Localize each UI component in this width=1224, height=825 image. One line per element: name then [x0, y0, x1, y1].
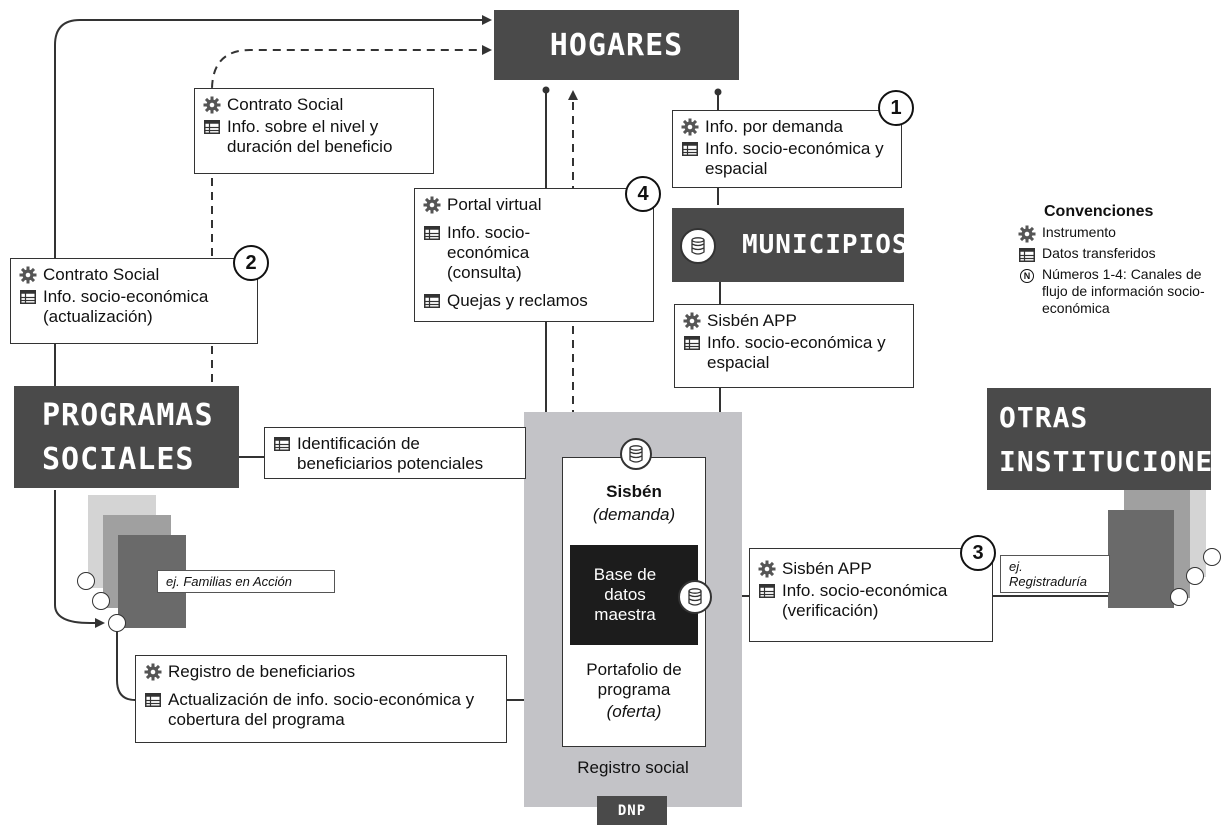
programas-sociales-block: PROGRAMAS SOCIALES [14, 386, 239, 488]
channel-3-box: Sisbén APP Info. socio-económica (verifi… [749, 548, 993, 642]
data-text: Identificación de beneficiarios potencia… [297, 434, 484, 473]
gear-icon [683, 312, 701, 330]
otras-instituciones-block: OTRAS INSTITUCIONES [987, 388, 1224, 490]
database-icon [92, 592, 110, 610]
legend-n-symbol: N [1020, 269, 1034, 283]
hogares-block: HOGARES [494, 10, 739, 80]
gear-icon [203, 96, 221, 114]
database-icon [1170, 588, 1188, 606]
database-icon [678, 580, 712, 614]
data-text: Info. socio-económica (verificación) [782, 581, 948, 620]
database-icon [77, 572, 95, 590]
oferta-label: (oferta) [606, 702, 662, 721]
data-text: Info. socio-económica y espacial [707, 333, 886, 372]
data-text: Info. sobre el nivel y duración del bene… [227, 117, 393, 156]
otras-line1: OTRAS [999, 401, 1089, 434]
conventions-title: Convenciones [1044, 203, 1154, 220]
hogares-label: HOGARES [549, 27, 684, 63]
data-text: Actualización de info. socio-económica y… [168, 690, 475, 729]
database-icon [1203, 548, 1221, 566]
table-icon [683, 334, 701, 352]
instrument-text: Contrato Social [227, 95, 344, 114]
municipios-app-box: Sisbén APP Info. socio-económica y espac… [674, 304, 914, 388]
database-icon [108, 614, 126, 632]
instrument-text: Sisbén APP [707, 311, 797, 330]
channel-2-box: Contrato Social Info. socio-económica (a… [10, 258, 258, 344]
municipios-block: MUNICIPIOS [672, 208, 908, 282]
otras-line2: INSTITUCIONES [999, 445, 1224, 478]
gear-icon [423, 196, 441, 214]
table-icon [423, 292, 441, 310]
legend-instrument: Instrumento [1042, 224, 1116, 240]
sisben-demand: (demanda) [592, 505, 676, 524]
table-icon [273, 435, 291, 453]
contrato-social-top-box: Contrato Social Info. sobre el nivel y d… [194, 88, 434, 174]
programas-line2: SOCIALES [42, 442, 195, 477]
channel-number-1: 1 [878, 90, 914, 126]
registro-social-label: Registro social [577, 758, 689, 777]
legend-data: Datos transferidos [1042, 245, 1156, 261]
instrument-text: Portal virtual [447, 195, 542, 214]
table-icon [681, 140, 699, 158]
instrument-text: Contrato Social [43, 265, 160, 284]
familias-tag: ej. Familias en Acción [157, 570, 335, 593]
number-circle-icon: N [1018, 267, 1036, 285]
base-datos-maestra: Base de datos maestra [570, 545, 698, 645]
channel-1-box: Info. por demanda Info. socio-económica … [672, 110, 902, 188]
database-icon [680, 228, 716, 264]
registraduria-tag: ej. Registraduría [1000, 555, 1110, 593]
channel-number-4: 4 [625, 176, 661, 212]
registro-beneficiarios-box: Registro de beneficiarios Actualización … [135, 655, 507, 743]
gear-icon [681, 118, 699, 136]
table-icon [423, 224, 441, 242]
instrument-text: Registro de beneficiarios [168, 662, 356, 681]
gear-icon [19, 266, 37, 284]
municipios-label: MUNICIPIOS [742, 230, 909, 260]
database-icon [1186, 567, 1204, 585]
programas-line1: PROGRAMAS [42, 398, 214, 433]
base-datos-label: Base de datos maestra [593, 565, 657, 624]
identificacion-box: Identificación de beneficiarios potencia… [264, 427, 526, 479]
gear-icon [758, 560, 776, 578]
database-icon [620, 438, 652, 470]
legend-numbers: Números 1-4: Canales de flujo de informa… [1042, 266, 1205, 316]
data-text: Info. socio-económica (consulta) [447, 223, 531, 282]
gear-icon [144, 663, 162, 681]
data-text: Info. socio-económica (actualización) [43, 287, 209, 326]
gear-icon [1018, 225, 1036, 243]
channel-number-2: 2 [233, 245, 269, 281]
dnp-block: DNP [597, 796, 667, 825]
table-icon [758, 582, 776, 600]
conventions-legend: Convenciones Instrumento Datos transferi… [1018, 203, 1214, 319]
instrument-text: Sisbén APP [782, 559, 872, 578]
instrument-text: Info. por demanda [705, 117, 843, 136]
data-text: Info. socio-económica y espacial [705, 139, 884, 178]
table-icon [1018, 246, 1036, 264]
data-text: Quejas y reclamos [447, 291, 588, 310]
channel-4-box: Portal virtual Info. socio-económica (co… [414, 188, 654, 322]
table-icon [203, 118, 221, 136]
table-icon [19, 288, 37, 306]
portafolio-label: Portafolio de programa [586, 660, 682, 699]
table-icon [144, 691, 162, 709]
channel-number-3: 3 [960, 535, 996, 571]
sisben-title: Sisbén [606, 482, 662, 501]
